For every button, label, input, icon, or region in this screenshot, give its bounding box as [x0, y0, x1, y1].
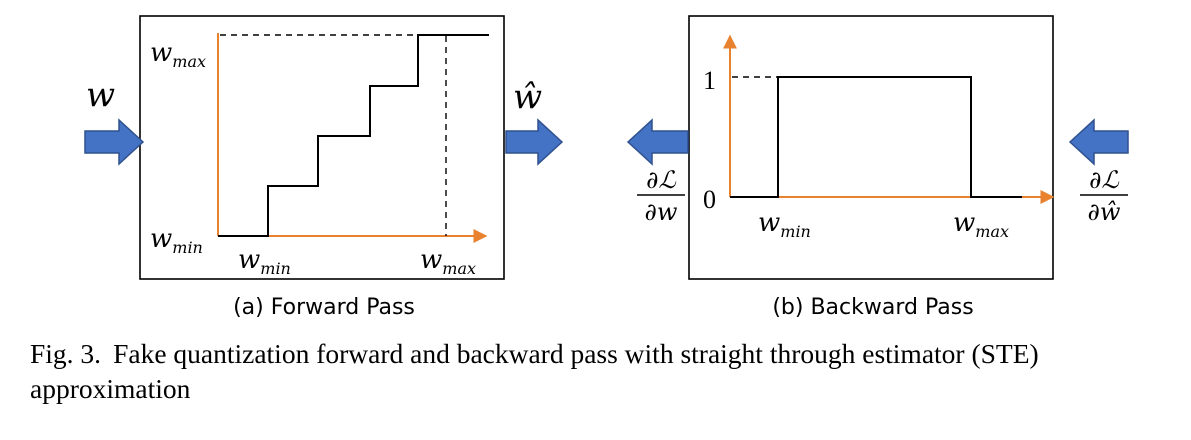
forward-pass-caption: (a) Forward Pass — [233, 295, 415, 320]
forward-panel-frame — [139, 15, 505, 280]
forward-y-max-label: wmax — [150, 38, 206, 71]
forward-pass-panel: wmax wmin wmin wmax w ŵ (a) Forward Pass — [84, 15, 564, 320]
gradient-wrt-w-fraction: ∂ℒ ∂w — [637, 166, 685, 226]
forward-y-min-label: wmin — [150, 224, 203, 257]
output-weight-symbol: ŵ — [513, 77, 542, 117]
gradient-in-denominator: ∂ŵ — [1088, 198, 1121, 226]
backward-x-min-label: wmin — [758, 208, 811, 241]
gradient-in-numerator: ∂ℒ — [1089, 166, 1119, 194]
backward-pass-panel: 1 0 wmin wmax ∂ℒ ∂w ∂ℒ ∂ŵ (b) Backward P… — [626, 15, 1129, 320]
forward-x-max-label: wmax — [420, 245, 476, 278]
input-arrow-icon — [84, 118, 145, 166]
output-arrow-icon — [505, 118, 564, 166]
ste-gradient-box — [730, 76, 1022, 198]
figure-caption: Fig. 3.Fake quantization forward and bac… — [30, 336, 1180, 406]
backward-panel-frame — [688, 15, 1054, 280]
gradient-out-numerator: ∂ℒ — [646, 166, 676, 194]
gradient-in-arrow-icon — [1068, 118, 1129, 166]
backward-pass-caption: (b) Backward Pass — [772, 295, 973, 320]
backward-one-label: 1 — [703, 66, 716, 95]
gradient-wrt-w-hat-fraction: ∂ℒ ∂ŵ — [1080, 166, 1128, 226]
figure-caption-text: Fake quantization forward and backward p… — [30, 338, 1039, 404]
backward-zero-label: 0 — [703, 185, 716, 214]
backward-x-max-label: wmax — [953, 208, 1009, 241]
gradient-out-denominator: ∂w — [645, 198, 678, 226]
figure-caption-label: Fig. 3. — [30, 338, 102, 369]
gradient-out-arrow-icon — [626, 118, 689, 166]
quantization-staircase — [218, 34, 489, 237]
input-weight-symbol: w — [86, 75, 115, 115]
forward-x-min-label: wmin — [238, 245, 291, 278]
